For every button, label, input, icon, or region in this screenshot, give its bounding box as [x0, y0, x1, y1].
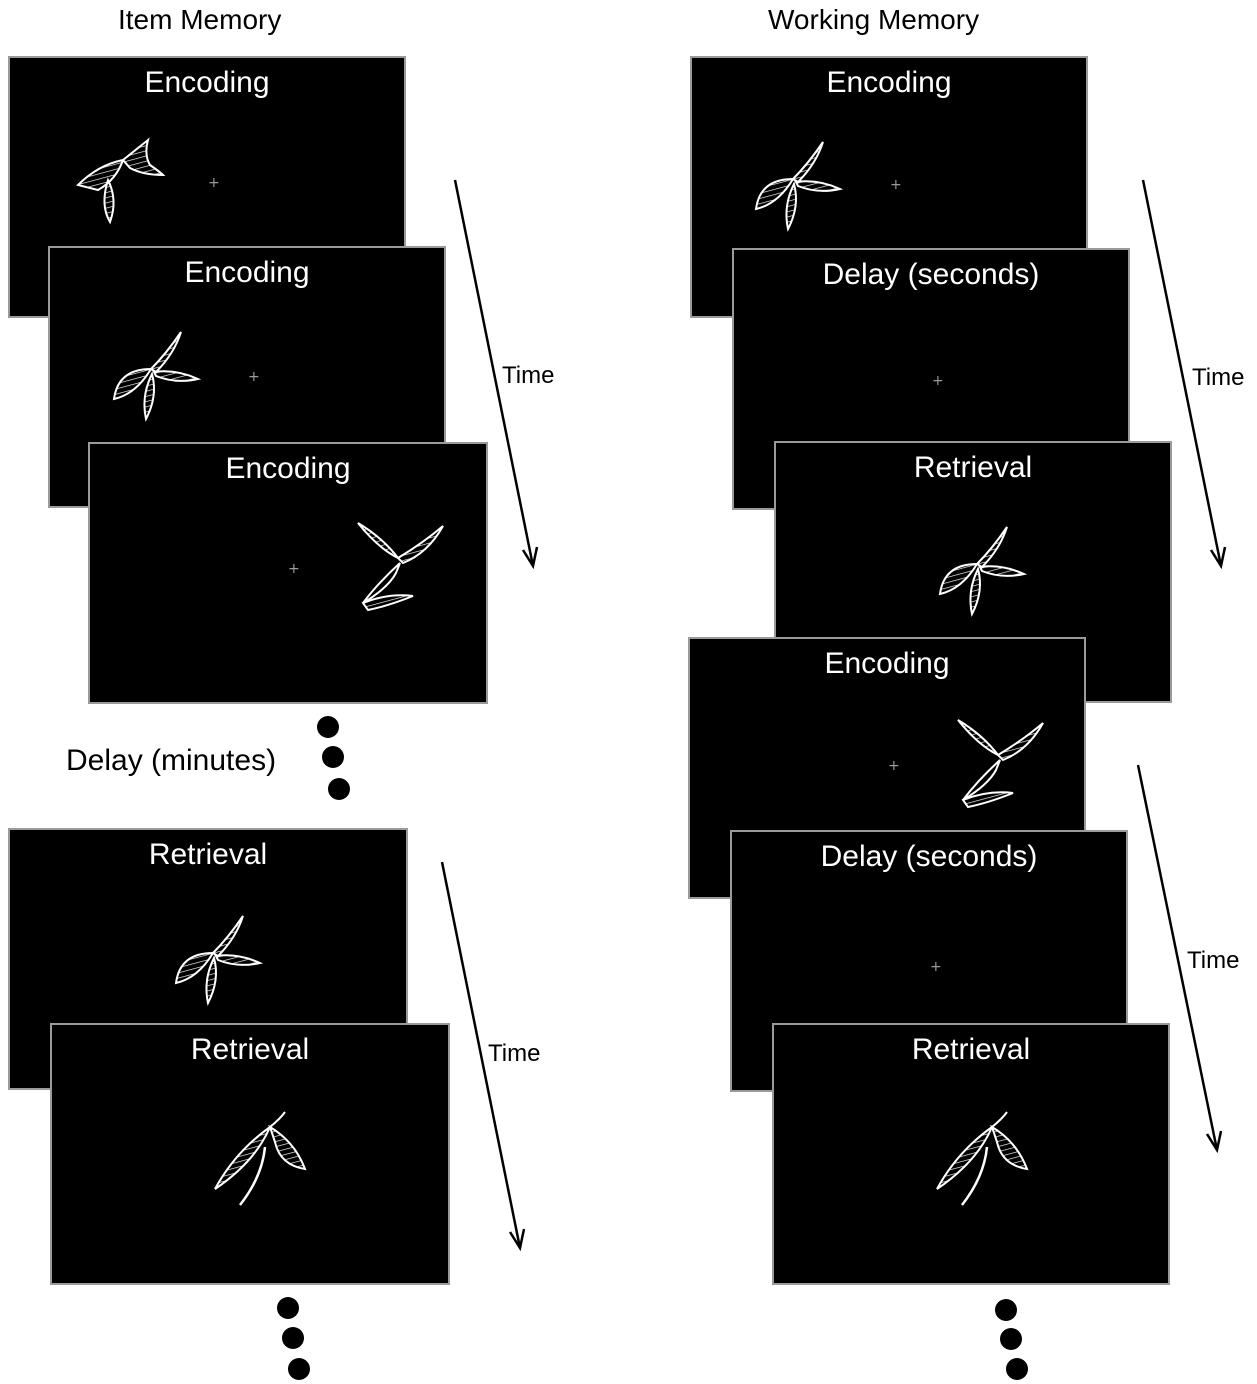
working-memory-title: Working Memory — [768, 4, 980, 35]
ellipsis-dot — [322, 746, 344, 768]
ellipsis-dot — [1000, 1328, 1022, 1350]
ellipsis-dot — [282, 1327, 304, 1349]
item-memory-title: Item Memory — [118, 4, 282, 35]
time-label: Time — [502, 362, 555, 389]
time-label: Time — [1192, 364, 1245, 391]
time-label: Time — [488, 1040, 541, 1067]
screen-label: Retrieval — [913, 451, 1033, 484]
time-arrow — [453, 179, 535, 567]
arrowhead-icon — [521, 546, 539, 570]
ellipsis-dot — [995, 1299, 1017, 1321]
ellipsis-dot — [1006, 1358, 1028, 1380]
ellipsis-dot — [288, 1358, 310, 1380]
screen-label: Encoding — [144, 66, 270, 99]
fixation-cross: + — [248, 369, 260, 385]
arrowhead-icon — [508, 1228, 526, 1252]
time-arrow — [1141, 179, 1223, 567]
screen-label: Encoding — [826, 66, 952, 99]
screen-label: Encoding — [184, 256, 310, 289]
fixation-cross: + — [930, 959, 942, 975]
screen-label: Delay (seconds) — [822, 258, 1040, 291]
fixation-cross: + — [888, 758, 900, 774]
screen-label: Encoding — [225, 452, 351, 485]
screen-label: Delay (seconds) — [820, 840, 1038, 873]
arrowhead-icon — [1205, 1130, 1223, 1154]
time-arrow — [1136, 764, 1219, 1151]
fixation-cross: + — [208, 175, 220, 191]
arrowhead-icon — [1209, 546, 1227, 570]
item-retrieval-screen-2: Retrieval — [50, 1023, 450, 1285]
ellipsis-dot — [328, 778, 350, 800]
ellipsis-dot — [317, 716, 339, 738]
fixation-cross: + — [890, 177, 902, 193]
screen-label: Retrieval — [148, 838, 268, 871]
delay-minutes-label: Delay (minutes) — [66, 744, 277, 777]
screen-label: Retrieval — [190, 1033, 310, 1066]
screen-label: Encoding — [824, 647, 950, 680]
time-arrow — [440, 861, 522, 1249]
item-encoding-screen-3: Encoding + — [88, 442, 488, 704]
screen-label: Retrieval — [911, 1033, 1031, 1066]
fixation-cross: + — [288, 561, 300, 577]
ellipsis-dot — [277, 1297, 299, 1319]
wm-retrieval-screen-2: Retrieval — [772, 1023, 1170, 1285]
time-label: Time — [1187, 947, 1240, 974]
fixation-cross: + — [932, 373, 944, 389]
